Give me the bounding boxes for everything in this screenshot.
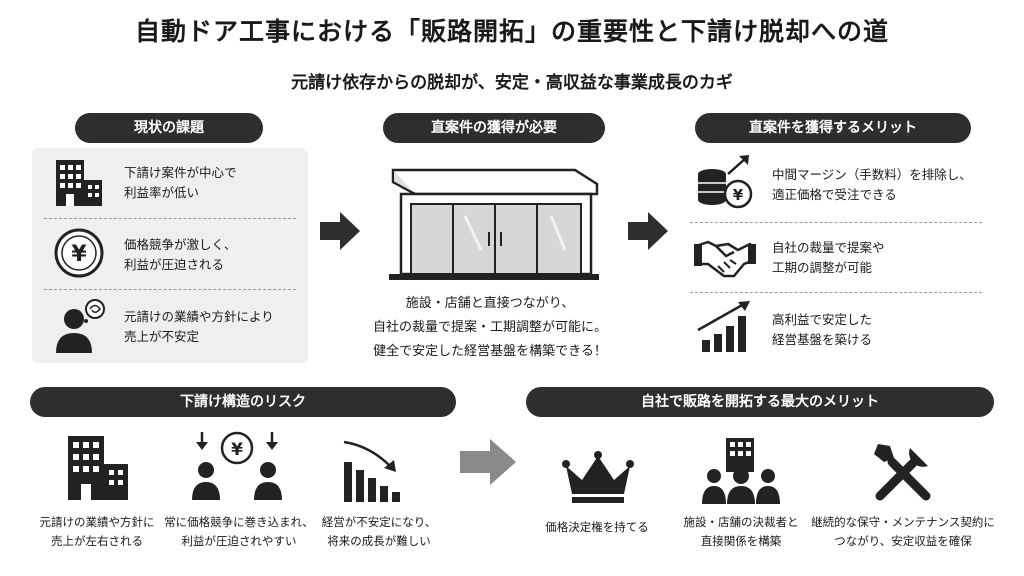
benefit-2-text: 施設・店舗の決裁者と 直接関係を構築 [683, 515, 799, 548]
right-arrow-icon [318, 209, 362, 253]
price-pressure-icon: ¥ [190, 430, 284, 502]
divider [44, 218, 296, 219]
yen-coin-icon: ¥ [54, 228, 104, 278]
coins-growth-icon: ¥ [694, 152, 756, 212]
issue-3-text: 元請けの業績や方針により 売上が不安定 [124, 309, 274, 344]
tools-icon [870, 440, 936, 506]
handshake-icon [694, 232, 756, 282]
merit-2-text: 自社の裁量で提案や 工期の調整が可能 [772, 240, 885, 275]
divider [44, 289, 296, 290]
merits-header: 直案件を獲得するメリット [695, 113, 971, 143]
decision-makers-icon [700, 436, 782, 506]
issue-2-text: 価格競争が激しく、 利益が圧迫される [124, 237, 237, 272]
crown-icon [562, 450, 634, 506]
worried-person-icon [52, 297, 108, 355]
right-arrow-icon [626, 209, 670, 253]
need-header: 直案件の獲得が必要 [383, 113, 605, 143]
issue-1-text: 下請け案件が中心で 利益率が低い [124, 165, 237, 200]
divider [690, 222, 982, 223]
declining-chart-icon [340, 436, 406, 504]
risks-header: 下請け構造のリスク [30, 387, 456, 417]
storefront-icon [385, 160, 603, 282]
benefit-1-text: 価格決定権を持てる [545, 520, 649, 534]
risk-1-text: 元請けの業績や方針に 売上が左右される [39, 515, 155, 548]
merit-3-text: 高利益で安定した 経営基盤を築ける [772, 312, 873, 347]
right-arrow-icon [458, 436, 518, 488]
risk-2-text: 常に価格競争に巻き込まれ、 利益が圧迫されやすい [164, 515, 314, 548]
need-description: 施設・店舗と直接つながり、 自社の裁量で提案・工期調整が可能に。 健全で安定した… [372, 296, 607, 359]
divider [690, 292, 982, 293]
building-icon [50, 158, 108, 208]
merit-1-text: 中間マージン（手数料）を排除し、 適正価格で受注できる [772, 167, 972, 202]
svg-text:¥: ¥ [71, 242, 87, 267]
svg-text:¥: ¥ [231, 440, 243, 460]
page-subtitle: 元請け依存からの脱却が、安定・高収益な事業成長のカギ [291, 73, 733, 93]
benefits-header: 自社で販路を開拓する最大のメリット [526, 387, 994, 417]
page-title: 自動ドア工事における「販路開拓」の重要性と下請け脱却への道 [134, 17, 889, 46]
building-icon [62, 432, 132, 502]
risk-3-text: 経営が不安定になり、 将来の成長が難しい [321, 515, 437, 548]
benefit-3-text: 継続的な保守・メンテナンス契約に つながり、安定収益を確保 [811, 515, 995, 548]
growth-chart-icon [696, 300, 756, 354]
current-issues-header: 現状の課題 [75, 113, 263, 143]
svg-text:¥: ¥ [733, 186, 744, 204]
